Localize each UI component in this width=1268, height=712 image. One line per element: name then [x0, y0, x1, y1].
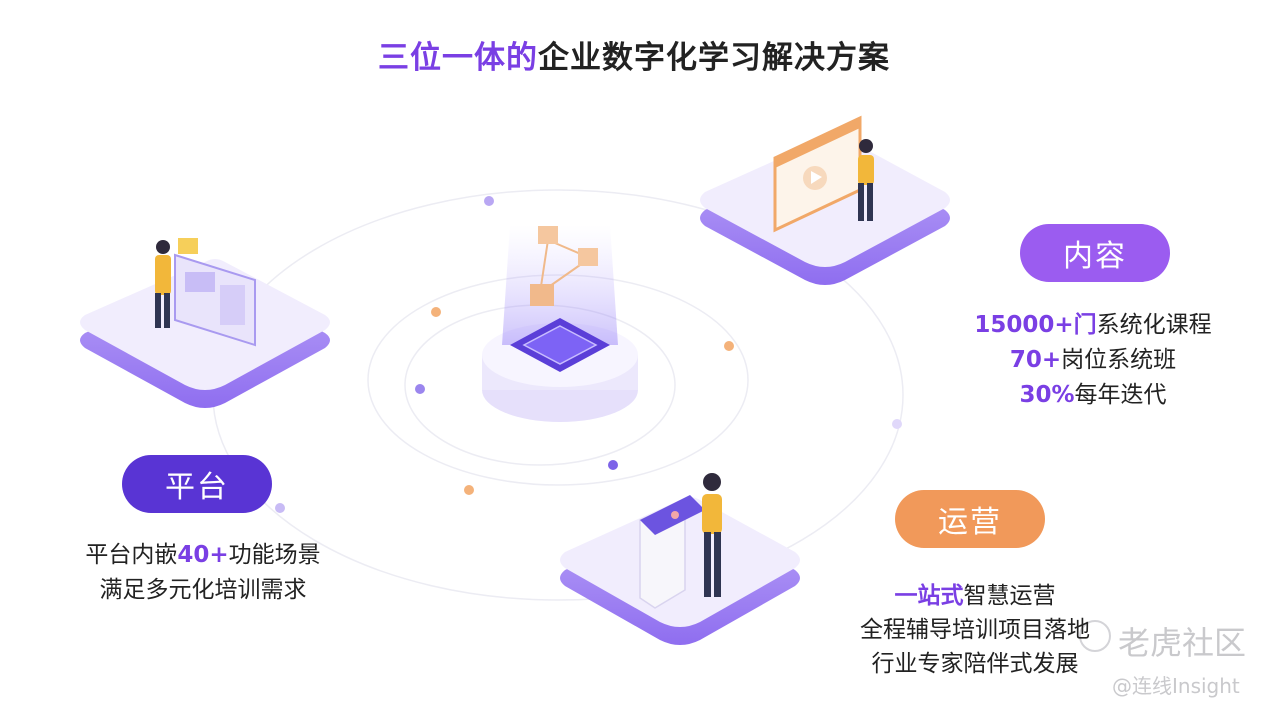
- watermark-brand: 老虎社区: [1118, 624, 1247, 662]
- video-presenter-illustration: [773, 115, 874, 233]
- operations-line: 全程辅导培训项目落地: [860, 617, 1090, 643]
- platform-text: 功能场景: [228, 542, 321, 568]
- platform-line: 平台内嵌40+功能场景: [53, 538, 353, 573]
- operations-description: 一站式智慧运营 全程辅导培训项目落地 行业专家陪伴式发展: [825, 579, 1125, 681]
- operations-line: 一站式智慧运营: [825, 579, 1125, 613]
- content-num: 30%: [1019, 382, 1075, 408]
- watermark-handle: @连线Insight: [1112, 674, 1240, 698]
- watermark-logo-icon: [1079, 620, 1111, 652]
- kiosk-operator-illustration: [639, 473, 722, 609]
- platform-line: 满足多元化培训需求: [99, 577, 307, 603]
- content-line: 15000+门系统化课程: [943, 308, 1243, 343]
- content-line: 30%每年迭代: [943, 378, 1243, 413]
- platform-base-bottom: [560, 473, 800, 645]
- operations-text: 智慧运营: [963, 583, 1056, 609]
- content-text: 岗位系统班: [1061, 347, 1177, 373]
- person-at-board-illustration: [155, 238, 256, 347]
- platform-description: 平台内嵌40+功能场景 满足多元化培训需求: [53, 538, 353, 608]
- content-description: 15000+门系统化课程 70+岗位系统班 30%每年迭代: [943, 308, 1243, 413]
- center-chip-pedestal: [482, 225, 638, 422]
- title-highlight: 三位一体的: [378, 40, 538, 76]
- content-num: 15000+门: [974, 312, 1097, 338]
- operations-num: 一站式: [894, 583, 964, 609]
- operations-line: 行业专家陪伴式发展: [871, 651, 1079, 677]
- platform-base-right: [700, 115, 950, 285]
- content-text: 每年迭代: [1074, 382, 1167, 408]
- content-pill: 内容: [1020, 224, 1170, 282]
- content-num: 70+: [1009, 347, 1062, 373]
- platform-pill: 平台: [122, 455, 272, 513]
- orbit-dots: [275, 196, 902, 513]
- operations-pill: 运营: [895, 490, 1045, 548]
- page-title: 三位一体的企业数字化学习解决方案: [0, 32, 1268, 77]
- platform-base-left: [80, 238, 330, 408]
- platform-text: 平台内嵌: [85, 542, 178, 568]
- content-text: 系统化课程: [1096, 312, 1212, 338]
- platform-num: 40+: [177, 542, 229, 568]
- title-rest: 企业数字化学习解决方案: [538, 40, 890, 76]
- content-line: 70+岗位系统班: [943, 343, 1243, 378]
